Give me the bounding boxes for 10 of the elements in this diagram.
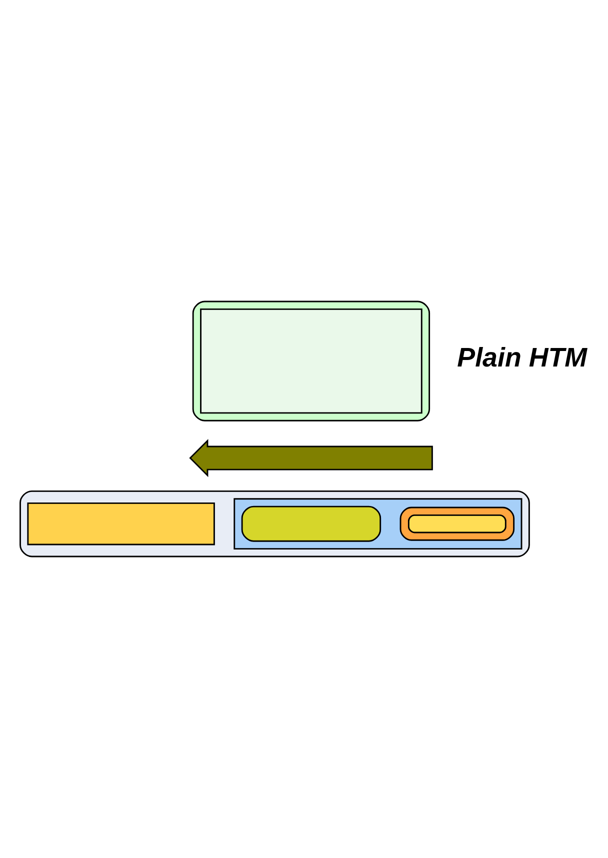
- cluster: [192, 300, 430, 422]
- cluster: [234, 498, 522, 550]
- node-box: [241, 506, 382, 542]
- node-box: [200, 308, 422, 414]
- label: Plain HTM: [457, 342, 588, 373]
- cluster: [20, 490, 530, 558]
- node-box: [408, 514, 506, 534]
- node-arrow: [189, 439, 433, 478]
- cluster: [400, 506, 515, 541]
- node-box: [27, 502, 215, 546]
